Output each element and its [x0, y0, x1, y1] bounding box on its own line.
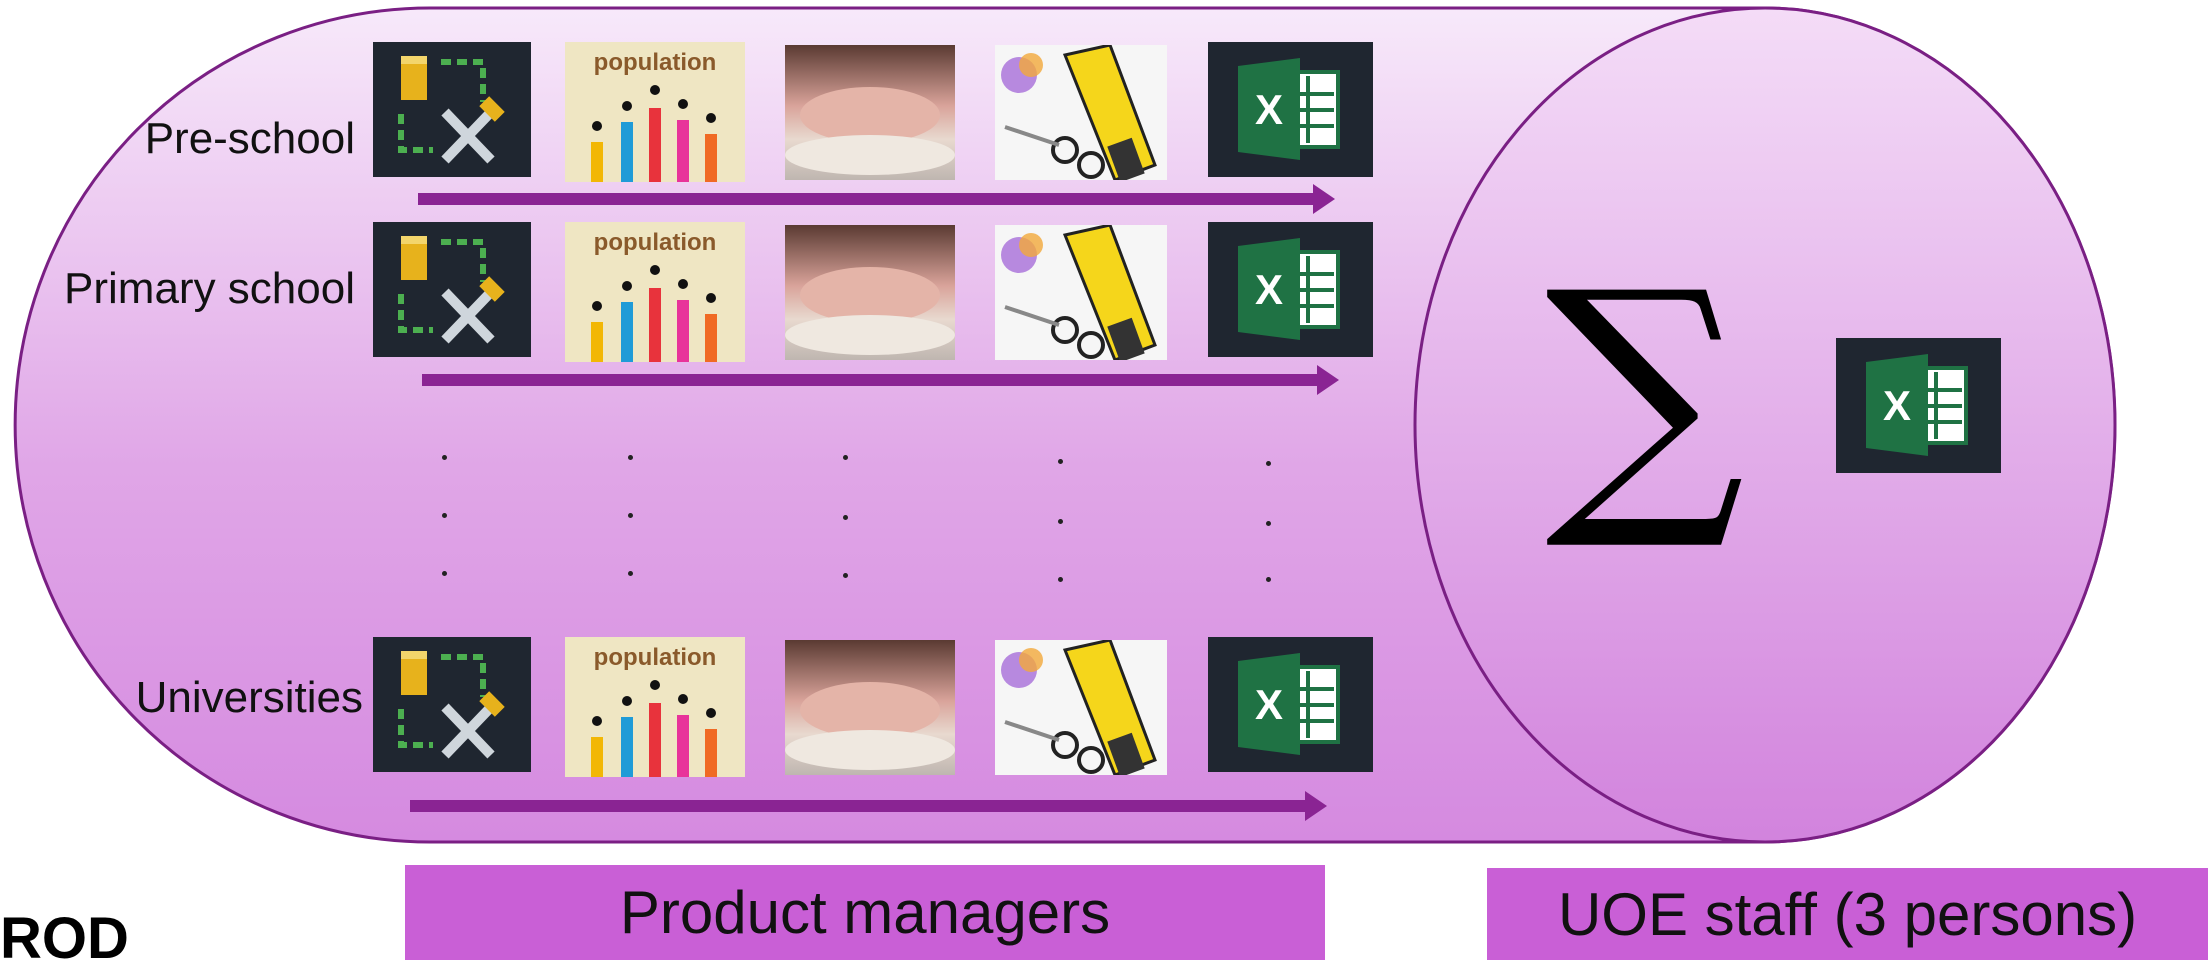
- svg-text:X: X: [1883, 382, 1911, 429]
- dough-photo: [785, 640, 955, 775]
- population-chart-icon: population: [565, 222, 745, 362]
- product-managers-label: Product managers: [405, 865, 1325, 960]
- svg-text:X: X: [1255, 86, 1283, 133]
- excel-icon: X: [1836, 338, 2001, 473]
- craft-supplies-photo: [995, 640, 1167, 775]
- tools-icon: [373, 637, 531, 772]
- row-label-pre-school: Pre-school: [144, 114, 355, 163]
- row-arrow-primary-school: [422, 365, 1339, 395]
- row-label-universities: Universities: [135, 673, 363, 722]
- summation-symbol: ∑: [1545, 232, 1745, 558]
- excel-icon: X: [1208, 222, 1373, 357]
- population-caption: population: [594, 49, 717, 76]
- excel-icon: X: [1208, 637, 1373, 772]
- population-caption: population: [594, 644, 717, 671]
- craft-supplies-photo: [995, 225, 1167, 360]
- row-label-primary-school: Primary school: [64, 264, 355, 313]
- logo: ROD: [0, 906, 129, 971]
- tools-icon: [373, 222, 531, 357]
- dough-photo: [785, 45, 955, 180]
- population-caption: population: [594, 229, 717, 256]
- dough-photo: [785, 225, 955, 360]
- tools-icon: [373, 42, 531, 177]
- uoe-staff-label: UOE staff (3 persons): [1487, 868, 2208, 960]
- population-chart-icon: population: [565, 42, 745, 182]
- craft-supplies-photo: [995, 45, 1167, 180]
- population-chart-icon: population: [565, 637, 745, 777]
- svg-text:X: X: [1255, 681, 1283, 728]
- row-arrow-universities: [410, 791, 1327, 821]
- svg-text:X: X: [1255, 266, 1283, 313]
- uoe-ellipse: [1413, 6, 2117, 844]
- row-arrow-pre-school: [418, 184, 1335, 214]
- excel-icon: X: [1208, 42, 1373, 177]
